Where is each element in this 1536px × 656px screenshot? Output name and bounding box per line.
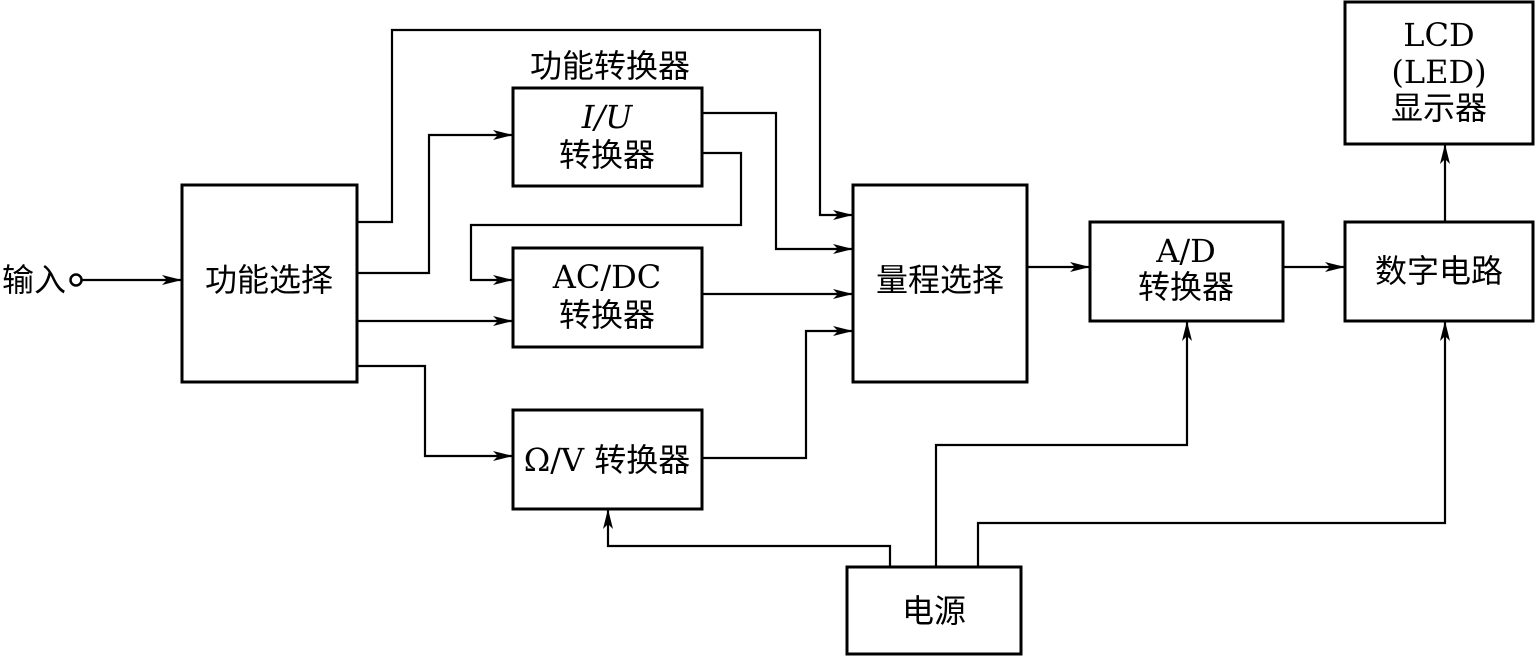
ad-converter-subtitle: 转换器 <box>1138 268 1234 306</box>
input-label: 输入 <box>2 261 66 299</box>
range-select-block <box>851 183 1029 384</box>
iu-converter-title: I/U <box>581 98 633 136</box>
wire-power-to-ohm <box>603 509 892 567</box>
input-terminal <box>69 273 83 287</box>
power-supply-block <box>845 565 1023 656</box>
wire-bypass-to-range <box>357 28 853 224</box>
iu-converter-block <box>511 86 704 188</box>
acdc-converter-title: AC/DC <box>552 258 662 296</box>
wire-func-to-iu <box>357 130 513 275</box>
power-supply-label: 电源 <box>902 592 966 630</box>
wire-iu-to-range <box>702 111 853 254</box>
func-converter-group-label: 功能转换器 <box>530 47 690 85</box>
wire-iu-to-acdc <box>469 151 743 285</box>
lcd-display-line3: 显示器 <box>1391 89 1487 127</box>
func-select-label: 功能选择 <box>205 261 333 299</box>
acdc-converter-subtitle: 转换器 <box>559 296 655 334</box>
acdc-converter-block <box>511 246 704 349</box>
func-select-block <box>180 183 359 384</box>
lcd-display-line1: LCD <box>1403 16 1474 54</box>
range-select-label: 量程选择 <box>876 261 1004 299</box>
wire-power-to-digital <box>976 321 1450 567</box>
digital-circuit-block <box>1343 220 1535 323</box>
lcd-display-line2: (LED) <box>1391 53 1486 91</box>
ohm-converter-label: Ω/V 转换器 <box>524 441 691 479</box>
ad-converter-block <box>1088 220 1285 323</box>
lcd-display-block <box>1343 0 1535 146</box>
wire-func-to-ohm <box>357 364 513 461</box>
digital-circuit-label: 数字电路 <box>1375 252 1503 290</box>
wire-power-to-ad <box>934 321 1192 567</box>
wire-ohm-to-range <box>702 326 853 460</box>
ad-converter-title: A/D <box>1155 232 1216 270</box>
iu-converter-subtitle: 转换器 <box>559 136 655 174</box>
